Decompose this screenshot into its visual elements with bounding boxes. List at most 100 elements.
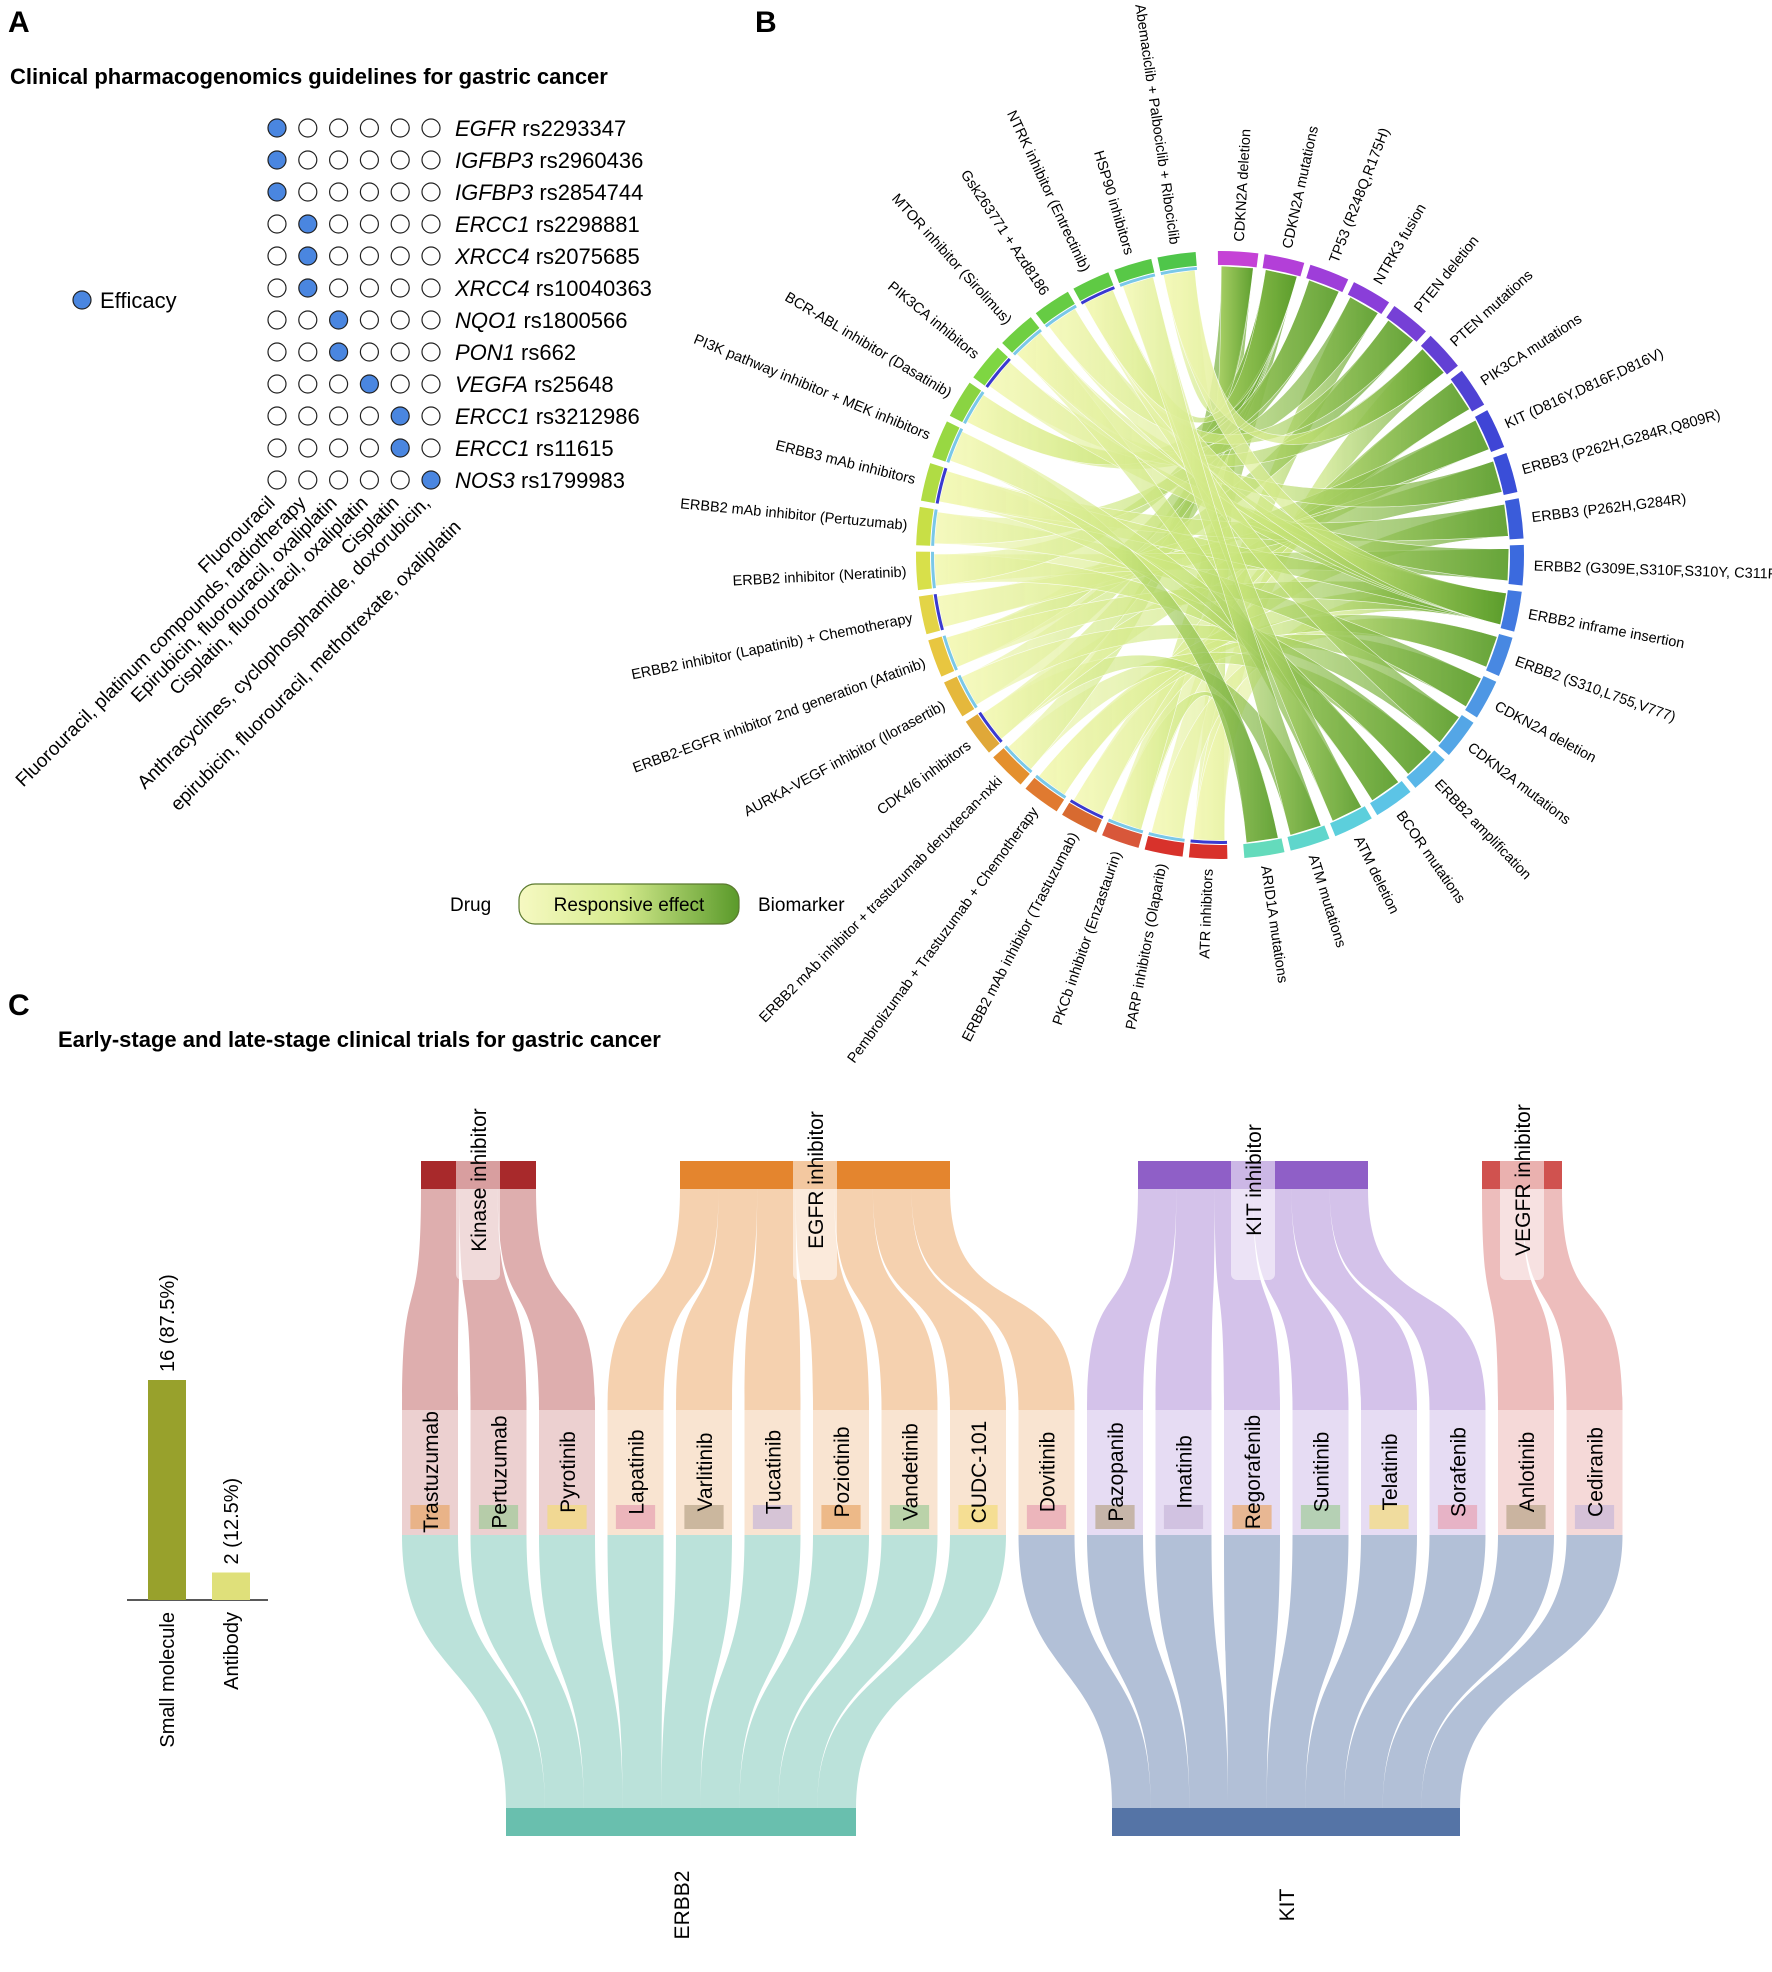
biomarker-arc [1243, 838, 1285, 859]
gene-name: ERCC1 [455, 436, 530, 461]
empty-dot [267, 214, 287, 234]
gene-name: EGFR [455, 116, 516, 141]
chord-drug-label: ATR inhibitors [1197, 868, 1217, 959]
drug-arc [1114, 258, 1155, 284]
drug-arc-accent [978, 711, 1003, 743]
empty-dot [267, 374, 287, 394]
chord-biomarker-label: PIK3CA mutations [1478, 311, 1585, 389]
drug-arc-accent [946, 428, 964, 463]
chord-biomarker-label: TP53 (R248Q,R175H) [1327, 126, 1394, 266]
panel-a-letter: A [8, 6, 30, 39]
empty-dot [267, 278, 287, 298]
chord-arcs [916, 251, 1524, 859]
rs-id: rs1799983 [521, 468, 625, 493]
chord-ribbon [1122, 276, 1322, 836]
efficacy-dot [421, 470, 441, 490]
class-flow [872, 1189, 1006, 1410]
chord-drug-label: ERBB2 inhibitor (Lapatinib) + Chemothera… [630, 610, 915, 683]
drug-arc-accent [933, 594, 944, 631]
rs-id: rs11615 [536, 436, 614, 461]
drug-arc-accent [1035, 774, 1067, 799]
empty-dot [267, 406, 287, 426]
inhibitor-class-label: VEGFR inhibitor [1512, 1104, 1535, 1256]
class-label-box [1500, 1085, 1544, 1280]
target-flow [1305, 1535, 1417, 1808]
chord-biomarker-label: BCOR mutations [1393, 808, 1468, 906]
target-flow [739, 1535, 869, 1808]
chord-drug-label: PARP inhibitors (Olaparib) [1123, 862, 1170, 1031]
empty-dot [359, 470, 379, 490]
class-flow [1522, 1189, 1623, 1410]
target-label: KIT [1276, 1888, 1299, 1921]
gene-name: PON1 [455, 340, 515, 365]
class-flow [834, 1189, 938, 1410]
chord-drug-label: Abemaciclib + Palbociclib + Ribociclib [1131, 3, 1182, 245]
class-flow [1087, 1189, 1177, 1410]
class-flow [676, 1189, 758, 1410]
sankey-drug-label: CUDC-101 [968, 1421, 991, 1524]
empty-dot [359, 406, 379, 426]
sankey-drug-label: Tucatinib [763, 1430, 786, 1514]
gene-name: ERCC1 [455, 212, 530, 237]
biomarker-arc [1217, 251, 1259, 268]
target-bar [1112, 1808, 1460, 1836]
drug-node-chip [958, 1505, 998, 1529]
inhibitor-class-label: KIT inhibitor [1243, 1124, 1266, 1236]
chord-biomarker-label: PTEN mutations [1447, 267, 1536, 350]
legend-gradient-bar [518, 883, 740, 925]
empty-dot [421, 342, 441, 362]
modality-value-label: 16 (87.5%) [157, 1274, 179, 1372]
target-flow [607, 1535, 664, 1808]
drug-node-chip [684, 1505, 724, 1529]
chord-biomarker-label: ERBB3 (P262H,G284R,Q809R) [1520, 407, 1722, 478]
class-flow [402, 1189, 460, 1410]
chord-drug-label: ERBB2 inhibitor (Neratinib) [732, 564, 907, 589]
drug-arc-accent [957, 674, 978, 709]
empty-dot [359, 246, 379, 266]
class-flow [607, 1189, 719, 1410]
variant-label: PON1 rs662 [455, 340, 576, 365]
sankey-drug-label: Telatinib [1379, 1433, 1402, 1510]
target-flow [470, 1535, 584, 1808]
biomarker-arc [1406, 750, 1445, 788]
empty-dot [390, 374, 410, 394]
drug-arc-accent [963, 391, 985, 424]
target-flow [1382, 1535, 1554, 1808]
biomarker-arc [1493, 453, 1518, 495]
efficacy-legend-dot [72, 290, 92, 310]
empty-dot [390, 182, 410, 202]
chord-legend: Drug Responsive effect Biomarker [450, 883, 845, 925]
empty-dot [390, 470, 410, 490]
empty-dot [329, 246, 349, 266]
target-flow [817, 1535, 1006, 1808]
chord-biomarker-label: ERBB3 (P262H,G284R) [1531, 491, 1687, 526]
drug-arc-accent [1190, 839, 1228, 845]
sankey-drug-label: Poziotinib [831, 1426, 854, 1517]
target-flow [778, 1535, 938, 1808]
pgx-drug-label: Fluorouracil, platinum compounds, radiot… [12, 492, 311, 791]
drug-node-chip [615, 1505, 656, 1529]
target-flow [1344, 1535, 1486, 1808]
target-label: ERBB2 [671, 1871, 694, 1940]
empty-dot [298, 374, 318, 394]
chord-biomarker-label: ATM deletion [1350, 834, 1402, 917]
variant-label: ERCC1 rs3212986 [455, 404, 640, 429]
empty-dot [267, 246, 287, 266]
empty-dot [329, 438, 349, 458]
sankey-drug-label: Pyrotinib [557, 1431, 580, 1513]
efficacy-legend-label: Efficacy [100, 288, 177, 313]
rs-id: rs2960436 [539, 148, 643, 173]
biomarker-arc [1330, 806, 1372, 837]
chord-drug-label: ERBB3 mAb inhibitors [774, 438, 917, 488]
legend-center-label: Responsive effect [554, 895, 705, 916]
drug-arc [928, 636, 955, 677]
sankey-drug-label: Regorafenib [1242, 1415, 1265, 1529]
drug-node-chip [1300, 1505, 1341, 1529]
variant-label: VEGFA rs25648 [455, 372, 614, 397]
drug-arc [918, 594, 941, 635]
variant-label: ERCC1 rs2298881 [455, 212, 640, 237]
drug-arc [1188, 843, 1228, 859]
chord-drug-label: ERBB2 mAb inhibitor (Pertuzumab) [680, 496, 909, 534]
